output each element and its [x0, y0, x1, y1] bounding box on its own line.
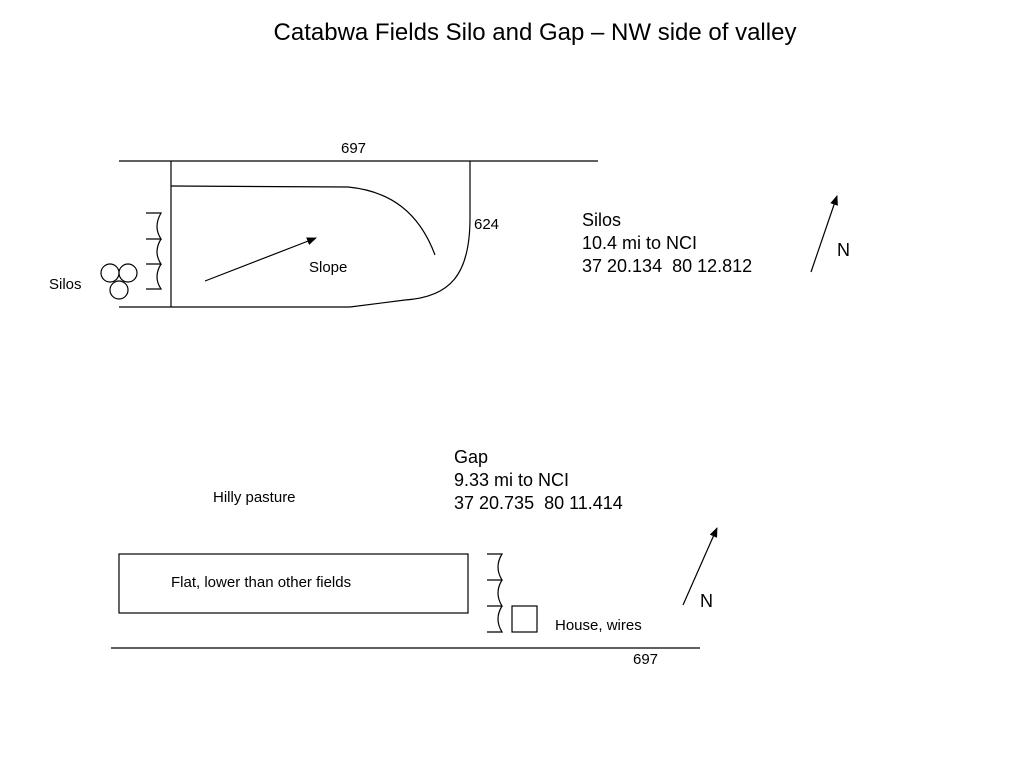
tree-line-west [146, 212, 163, 290]
silos-info-name: Silos [582, 210, 622, 230]
flat-field-box [118, 553, 469, 614]
silos-info-coords: 37 20.134 80 12.812 [582, 256, 753, 276]
gap-info-block: Gap 9.33 mi to NCI 37 20.735 80 11.414 [454, 446, 623, 515]
silos-info-block: Silos 10.4 mi to NCI 37 20.134 80 12.812 [582, 209, 752, 278]
field-label: Flat, lower than other fields [171, 574, 352, 591]
north-arrow [682, 527, 718, 606]
road-label-697: 697 [341, 140, 367, 157]
road-label-624: 624 [474, 216, 500, 233]
house-icon [511, 605, 538, 633]
gap-info-distance: 9.33 mi to NCI [454, 470, 570, 490]
house-label: House, wires [555, 617, 642, 634]
slope-label: Slope [309, 259, 348, 276]
gap-info-coords: 37 20.735 80 11.414 [454, 493, 623, 513]
silo-circle [100, 263, 120, 283]
slope-arrow [204, 237, 317, 282]
tree-line-east [487, 553, 504, 633]
gap-info-name: Gap [454, 447, 489, 467]
pasture-label: Hilly pasture [213, 489, 296, 506]
silos-info-distance: 10.4 mi to NCI [582, 233, 698, 253]
silos-label: Silos [49, 276, 82, 293]
road-624-curve [119, 161, 471, 308]
silo-circle [118, 263, 138, 283]
road-label-697: 697 [633, 651, 659, 668]
north-arrow [810, 195, 838, 273]
north-label: N [837, 240, 850, 260]
field-upper-boundary [170, 185, 436, 256]
silo-circle [109, 280, 129, 300]
north-label: N [700, 591, 713, 611]
page-title: Catabwa Fields Silo and Gap – NW side of… [273, 19, 797, 46]
